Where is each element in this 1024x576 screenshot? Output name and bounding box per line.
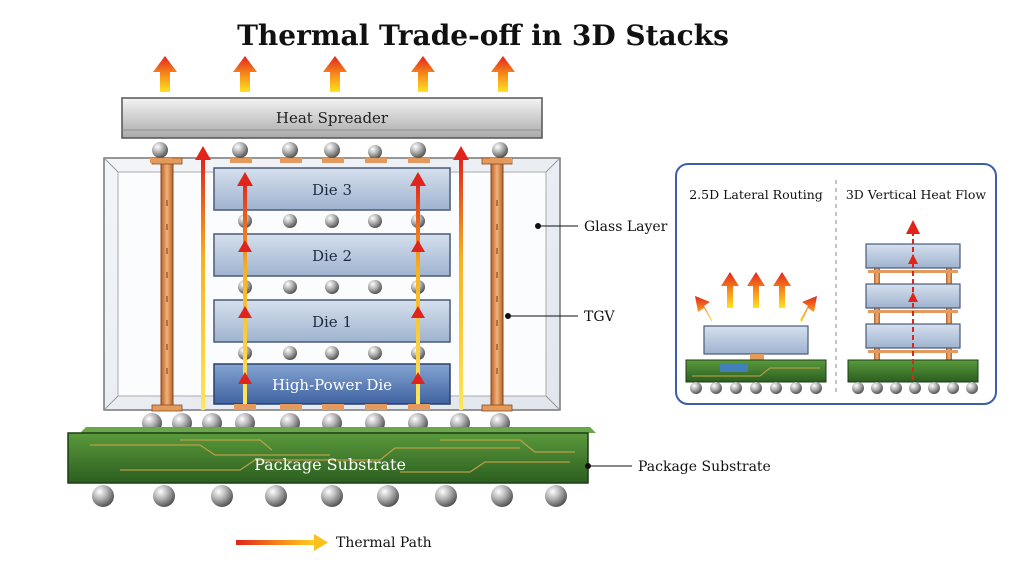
die-3: Die 3 xyxy=(213,167,451,211)
solder-ball-icon xyxy=(790,382,802,394)
solder-ball-icon xyxy=(324,142,340,158)
solder-ball-icon xyxy=(947,382,959,394)
solder-ball-icon xyxy=(492,142,508,158)
solder-ball-icon xyxy=(890,382,902,394)
die-1-label: Die 1 xyxy=(312,313,352,331)
legend-thermal-path-label: Thermal Path xyxy=(336,535,432,551)
inset-left-title: 2.5D Lateral Routing xyxy=(689,187,823,202)
die-2: Die 2 xyxy=(213,233,451,277)
solder-ball-icon xyxy=(152,142,168,158)
thermal-path-arrow-icon xyxy=(237,172,253,404)
solder-ball-icon xyxy=(410,142,426,158)
thermal-path-arrow-icon xyxy=(695,272,817,322)
solder-ball-icon xyxy=(710,382,722,394)
tgv-callout: TGV xyxy=(505,309,616,325)
microbump-row xyxy=(238,346,425,360)
solder-ball-icon xyxy=(966,382,978,394)
solder-ball-icon xyxy=(368,280,382,294)
heat-exhaust-arrows xyxy=(153,56,515,92)
heat-spreader-label: Heat Spreader xyxy=(276,109,389,127)
solder-ball-icon xyxy=(871,382,883,394)
high-power-die: High-Power Die xyxy=(213,363,451,405)
solder-ball-icon xyxy=(283,214,297,228)
inset-2-5d-package xyxy=(685,272,827,394)
solder-ball-icon xyxy=(368,214,382,228)
top-bump-row xyxy=(150,142,512,163)
package-substrate-callout: Package Substrate xyxy=(585,459,771,475)
bga-ball-row xyxy=(92,485,567,507)
solder-ball-icon xyxy=(545,485,567,507)
solder-ball-icon xyxy=(690,382,702,394)
solder-ball-icon xyxy=(325,346,339,360)
solder-ball-icon xyxy=(909,382,921,394)
vertical-thermal-paths xyxy=(195,146,469,410)
die-3-label: Die 3 xyxy=(312,181,352,199)
glass-layer-callout: Glass Layer xyxy=(535,219,668,235)
solder-ball-icon xyxy=(852,382,864,394)
solder-ball-icon xyxy=(435,485,457,507)
package-substrate: Package Substrate xyxy=(67,427,596,484)
die-1: Die 1 xyxy=(213,299,451,343)
legend: Thermal Path xyxy=(236,534,432,551)
inset-right-title: 3D Vertical Heat Flow xyxy=(846,187,987,202)
solder-ball-icon xyxy=(321,485,343,507)
solder-ball-icon xyxy=(750,382,762,394)
solder-ball-icon xyxy=(283,280,297,294)
up-arrow-icon xyxy=(233,56,257,92)
solder-ball-icon xyxy=(265,485,287,507)
solder-ball-icon xyxy=(770,382,782,394)
high-power-die-label: High-Power Die xyxy=(272,376,392,394)
solder-ball-icon xyxy=(283,346,297,360)
solder-ball-icon xyxy=(810,382,822,394)
solder-ball-icon xyxy=(232,142,248,158)
solder-ball-icon xyxy=(153,485,175,507)
solder-ball-icon xyxy=(92,485,114,507)
solder-ball-icon xyxy=(368,145,382,159)
inset-3d-package xyxy=(847,220,979,394)
tgv-callout-label: TGV xyxy=(584,309,616,325)
heat-spreader: Heat Spreader xyxy=(121,97,543,139)
solder-ball-icon xyxy=(928,382,940,394)
base-pad-row xyxy=(234,404,430,410)
comparison-inset: 2.5D Lateral Routing 3D Vertical Heat Fl… xyxy=(675,163,997,405)
solder-ball-icon xyxy=(368,346,382,360)
solder-ball-icon xyxy=(325,214,339,228)
up-arrow-icon xyxy=(153,56,177,92)
thermal-path-arrow-icon xyxy=(410,172,426,404)
solder-ball-icon xyxy=(730,382,742,394)
die-2-label: Die 2 xyxy=(312,247,352,265)
thermal-path-arrow-icon xyxy=(236,534,328,551)
solder-ball-icon xyxy=(282,142,298,158)
thermal-path-arrow-icon xyxy=(453,146,469,410)
glass-layer-callout-label: Glass Layer xyxy=(584,219,668,235)
package-substrate-label: Package Substrate xyxy=(254,455,406,474)
diagram-title: Thermal Trade-off in 3D Stacks xyxy=(237,19,729,52)
up-arrow-icon xyxy=(491,56,515,92)
solder-ball-icon xyxy=(491,485,513,507)
thermal-path-arrow-icon xyxy=(906,220,920,380)
package-substrate-callout-label: Package Substrate xyxy=(638,459,771,475)
up-arrow-icon xyxy=(411,56,435,92)
solder-ball-icon xyxy=(325,280,339,294)
solder-ball-icon xyxy=(377,485,399,507)
thermal-path-arrow-icon xyxy=(195,146,211,410)
up-arrow-icon xyxy=(323,56,347,92)
solder-ball-icon xyxy=(211,485,233,507)
